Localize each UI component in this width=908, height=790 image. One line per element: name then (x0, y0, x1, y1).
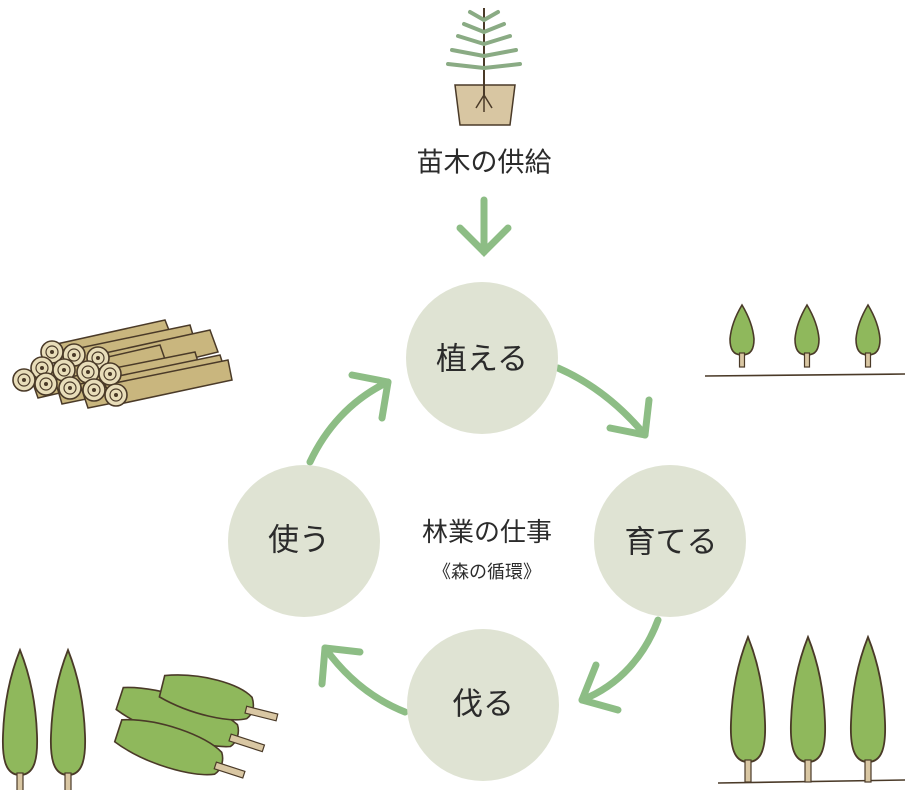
node-cut-label: 伐る (452, 686, 514, 723)
node-use-label: 使う (268, 522, 330, 559)
arrow-use-to-plant-icon (306, 371, 392, 466)
arrow-grow-to-cut-icon (578, 616, 662, 714)
center-subtitle: 《森の循環》 (433, 562, 541, 583)
node-grow-label: 育てる (624, 524, 718, 561)
arrow-cut-to-use-icon (318, 644, 409, 716)
arrow-plant-to-grow-icon (554, 364, 653, 439)
young-trees-icon (704, 304, 906, 377)
node-plant (406, 282, 558, 434)
supply-arrow-down-icon (456, 196, 512, 257)
supply-label: 苗木の供給 (416, 147, 552, 179)
mature-trees-icon (717, 636, 906, 784)
tall-trees-icon (1, 649, 87, 790)
node-plant-label: 植える (435, 341, 529, 378)
log-pile-icon (12, 319, 233, 409)
center-title: 林業の仕事 (421, 518, 553, 548)
node-grow (594, 465, 746, 617)
felled-trees-icon (113, 674, 279, 779)
node-cut (407, 629, 559, 781)
seedling-pot-icon (446, 8, 522, 126)
node-use (228, 465, 380, 617)
